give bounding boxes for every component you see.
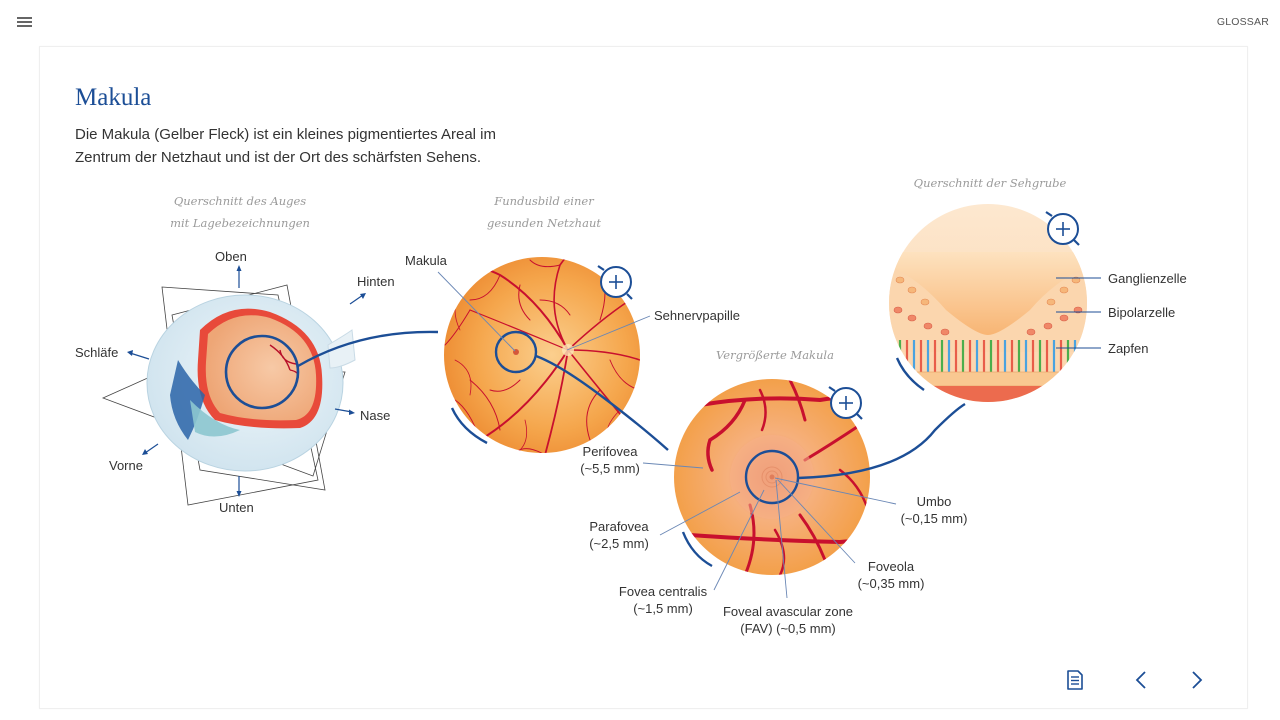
foveola-ring bbox=[761, 466, 783, 488]
cone-cells bbox=[891, 340, 1084, 372]
label-fovea-centralis: Fovea centralis (~1,5 mm) bbox=[613, 583, 713, 617]
label-vorne: Vorne bbox=[109, 458, 143, 473]
section-arc bbox=[895, 357, 925, 391]
arrowhead bbox=[236, 491, 242, 497]
magnifier-handle bbox=[856, 413, 863, 420]
fovea-section-image bbox=[889, 204, 1101, 402]
label-size: (~2,5 mm) bbox=[589, 536, 649, 551]
page-title: Makula bbox=[75, 84, 152, 111]
arrow-left bbox=[129, 352, 150, 360]
glossary-link[interactable]: GLOSSAR bbox=[1216, 16, 1269, 28]
section-leader-lines bbox=[1056, 277, 1101, 349]
leader-sehnervpapille bbox=[566, 315, 651, 351]
section-layers bbox=[889, 252, 1087, 402]
caption-line: Querschnitt des Auges bbox=[173, 194, 307, 208]
label-size: (~0,35 mm) bbox=[857, 576, 925, 591]
optic-nerve bbox=[327, 329, 356, 369]
hamburger-line bbox=[17, 25, 32, 27]
label-hinten: Hinten bbox=[357, 274, 395, 289]
label-oben: Oben bbox=[215, 249, 247, 264]
magnifier-handle bbox=[597, 265, 605, 271]
label-fav: Foveal avascular zone (FAV) (~0,5 mm) bbox=[718, 603, 858, 637]
label-makula: Makula bbox=[405, 253, 447, 268]
macula-leader-lines bbox=[642, 462, 897, 599]
label-schlaefe: Schläfe bbox=[75, 345, 119, 360]
chevron-left-icon bbox=[1135, 671, 1146, 689]
arrow-back bbox=[349, 294, 364, 305]
eye-highlight-ring bbox=[224, 334, 300, 410]
arrowhead bbox=[360, 293, 366, 299]
label-nase: Nase bbox=[360, 408, 391, 423]
next-page-button[interactable] bbox=[1183, 666, 1211, 694]
caption-macula-zoom: Vergrößerte Makula bbox=[716, 348, 834, 362]
label-name: Foveola bbox=[867, 559, 915, 574]
zoom-button-macula[interactable] bbox=[828, 386, 863, 420]
label-zapfen: Zapfen bbox=[1108, 341, 1149, 356]
label-unten: Unten bbox=[219, 500, 254, 515]
hamburger-line bbox=[17, 21, 32, 23]
label-name: Umbo bbox=[916, 494, 952, 509]
magnifier-handle bbox=[1045, 211, 1053, 217]
arrowhead bbox=[349, 409, 355, 415]
connector-fundus-macula bbox=[535, 354, 669, 451]
fundus-image bbox=[437, 257, 669, 453]
label-foveola: Foveola (~0,35 mm) bbox=[852, 558, 930, 592]
umbo-dot bbox=[769, 474, 775, 480]
macula-arc bbox=[681, 531, 713, 568]
label-size: (~0,15 mm) bbox=[900, 511, 968, 526]
zoom-button-section[interactable] bbox=[1045, 211, 1080, 246]
eye-cross-section bbox=[101, 265, 439, 506]
caption-fundus: Fundusbild einer gesunden Netzhaut bbox=[460, 190, 628, 234]
leader-makula bbox=[437, 271, 516, 352]
macula-highlight-ring bbox=[494, 330, 538, 374]
menu-button[interactable] bbox=[17, 16, 33, 28]
label-parafovea: Parafovea (~2,5 mm) bbox=[583, 518, 655, 552]
label-name: Parafovea bbox=[589, 519, 649, 534]
label-size: (~5,5 mm) bbox=[580, 461, 640, 476]
fav-ring bbox=[765, 470, 779, 484]
intro-text: Die Makula (Gelber Fleck) ist ein kleine… bbox=[75, 126, 496, 166]
previous-page-button[interactable] bbox=[1127, 666, 1155, 694]
choroid bbox=[889, 386, 1087, 402]
magnifier-handle bbox=[1073, 239, 1080, 246]
magnifier-handle bbox=[828, 386, 836, 392]
document-icon bbox=[1067, 670, 1083, 690]
caption-line: mit Lagebezeichnungen bbox=[170, 216, 310, 230]
caption-cross-section: Querschnitt des Auges mit Lagebezeichnun… bbox=[150, 190, 330, 234]
label-sehnervpapille: Sehnervpapille bbox=[654, 308, 741, 323]
hamburger-menu-icon bbox=[17, 17, 32, 19]
arrowhead bbox=[142, 449, 148, 455]
pigment-epithelium bbox=[889, 371, 1087, 387]
magnifier-handle bbox=[626, 293, 633, 300]
label-bipolarzelle: Bipolarzelle bbox=[1108, 305, 1176, 320]
label-perifovea: Perifovea (~5,5 mm) bbox=[574, 443, 646, 477]
label-name: Perifovea bbox=[582, 444, 638, 459]
arrowhead bbox=[127, 350, 133, 356]
arrow-front bbox=[144, 443, 159, 454]
fundus-arc bbox=[450, 407, 488, 445]
notes-button[interactable] bbox=[1061, 666, 1089, 694]
chevron-right-icon bbox=[1192, 671, 1203, 689]
caption-fovea-section: Querschnitt der Sehgrube bbox=[913, 176, 1067, 190]
caption-line: Fundusbild einer bbox=[494, 194, 594, 208]
label-ganglienzelle: Ganglienzelle bbox=[1108, 271, 1187, 286]
label-size: (~1,5 mm) bbox=[633, 601, 693, 616]
label-umbo: Umbo (~0,15 mm) bbox=[895, 493, 973, 527]
label-name: Fovea centralis bbox=[618, 584, 708, 599]
connector-eye-fundus bbox=[297, 330, 439, 368]
label-size: (FAV) (~0,5 mm) bbox=[740, 621, 836, 636]
label-name: Foveal avascular zone bbox=[722, 604, 854, 619]
ciliary-body bbox=[190, 400, 240, 437]
arrowhead bbox=[236, 265, 242, 271]
zoom-button-fundus[interactable] bbox=[597, 265, 633, 300]
caption-line: gesunden Netzhaut bbox=[487, 216, 601, 230]
fundus-disc bbox=[444, 257, 640, 453]
connector-macula-section bbox=[797, 402, 966, 480]
